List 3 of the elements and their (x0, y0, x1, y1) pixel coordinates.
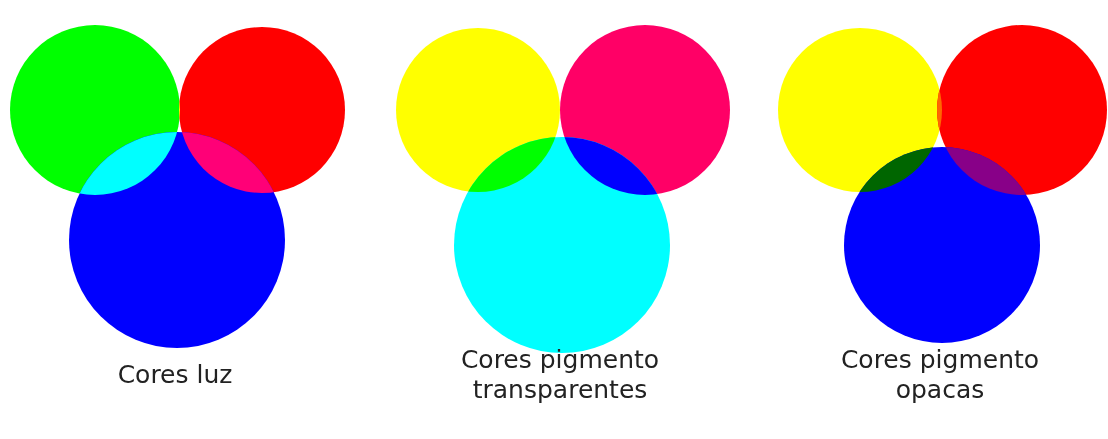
caption-text: Cores luz (116, 360, 234, 390)
caption-text: Cores pigmento transparentes (459, 345, 661, 405)
caption-text: Cores pigmento opacas (839, 345, 1041, 405)
